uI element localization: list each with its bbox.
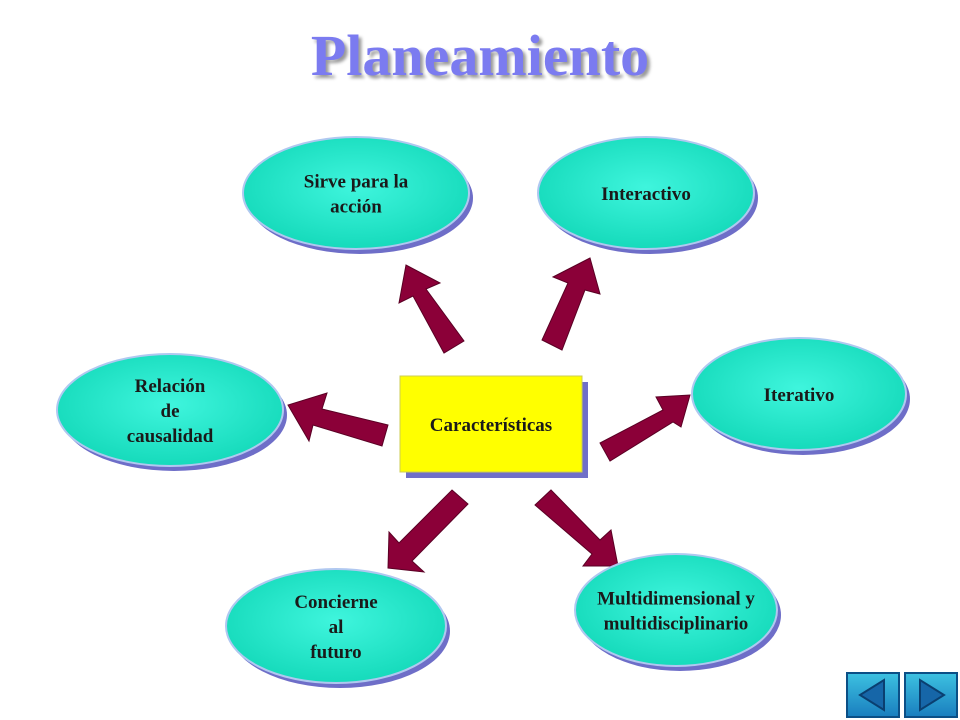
arrow-to-interactivo xyxy=(541,257,601,351)
arrow-to-iterativo xyxy=(599,394,691,462)
node-concierne-label-line: al xyxy=(329,617,344,638)
center-label: Características xyxy=(430,415,552,436)
node-sirve-label-line: acción xyxy=(330,197,382,218)
node-multidimensional: Multidimensional y multidisciplinario xyxy=(574,553,781,671)
node-sirve: Sirve para la acción xyxy=(242,136,473,254)
node-relacion-label-line: de xyxy=(161,401,180,422)
prev-slide-button[interactable] xyxy=(846,672,900,718)
node-interactivo-label-line: Interactivo xyxy=(601,184,691,205)
node-iterativo-label-line: Iterativo xyxy=(764,385,835,406)
node-concierne-label-line: Concierne xyxy=(294,592,377,613)
center-box: Características xyxy=(399,375,588,478)
arrow-to-sirve xyxy=(398,264,465,354)
arrow-to-multidimensional xyxy=(534,489,619,567)
page-title: Planeamiento xyxy=(310,23,650,88)
triangle-left-icon xyxy=(858,678,885,712)
node-multidimensional-label-line: Multidimensional y xyxy=(597,589,755,610)
node-relacion-label-line: causalidad xyxy=(127,426,214,447)
node-concierne: Concierne al futuro xyxy=(225,568,450,688)
slide-nav xyxy=(846,672,960,720)
node-concierne-label-line: futuro xyxy=(310,642,361,663)
triangle-right-icon xyxy=(919,678,946,712)
node-sirve-label-line: Sirve para la xyxy=(304,172,409,193)
arrow-to-concierne xyxy=(387,489,469,573)
node-iterativo: Iterativo xyxy=(691,337,910,455)
arrow-to-relacion xyxy=(287,392,389,447)
node-relacion-label-line: Relación xyxy=(135,376,206,397)
node-multidimensional-label-line: multidisciplinario xyxy=(604,614,749,635)
node-interactivo: Interactivo xyxy=(537,136,758,254)
next-slide-button[interactable] xyxy=(904,672,958,718)
node-relacion: Relación de causalidad xyxy=(56,353,287,471)
